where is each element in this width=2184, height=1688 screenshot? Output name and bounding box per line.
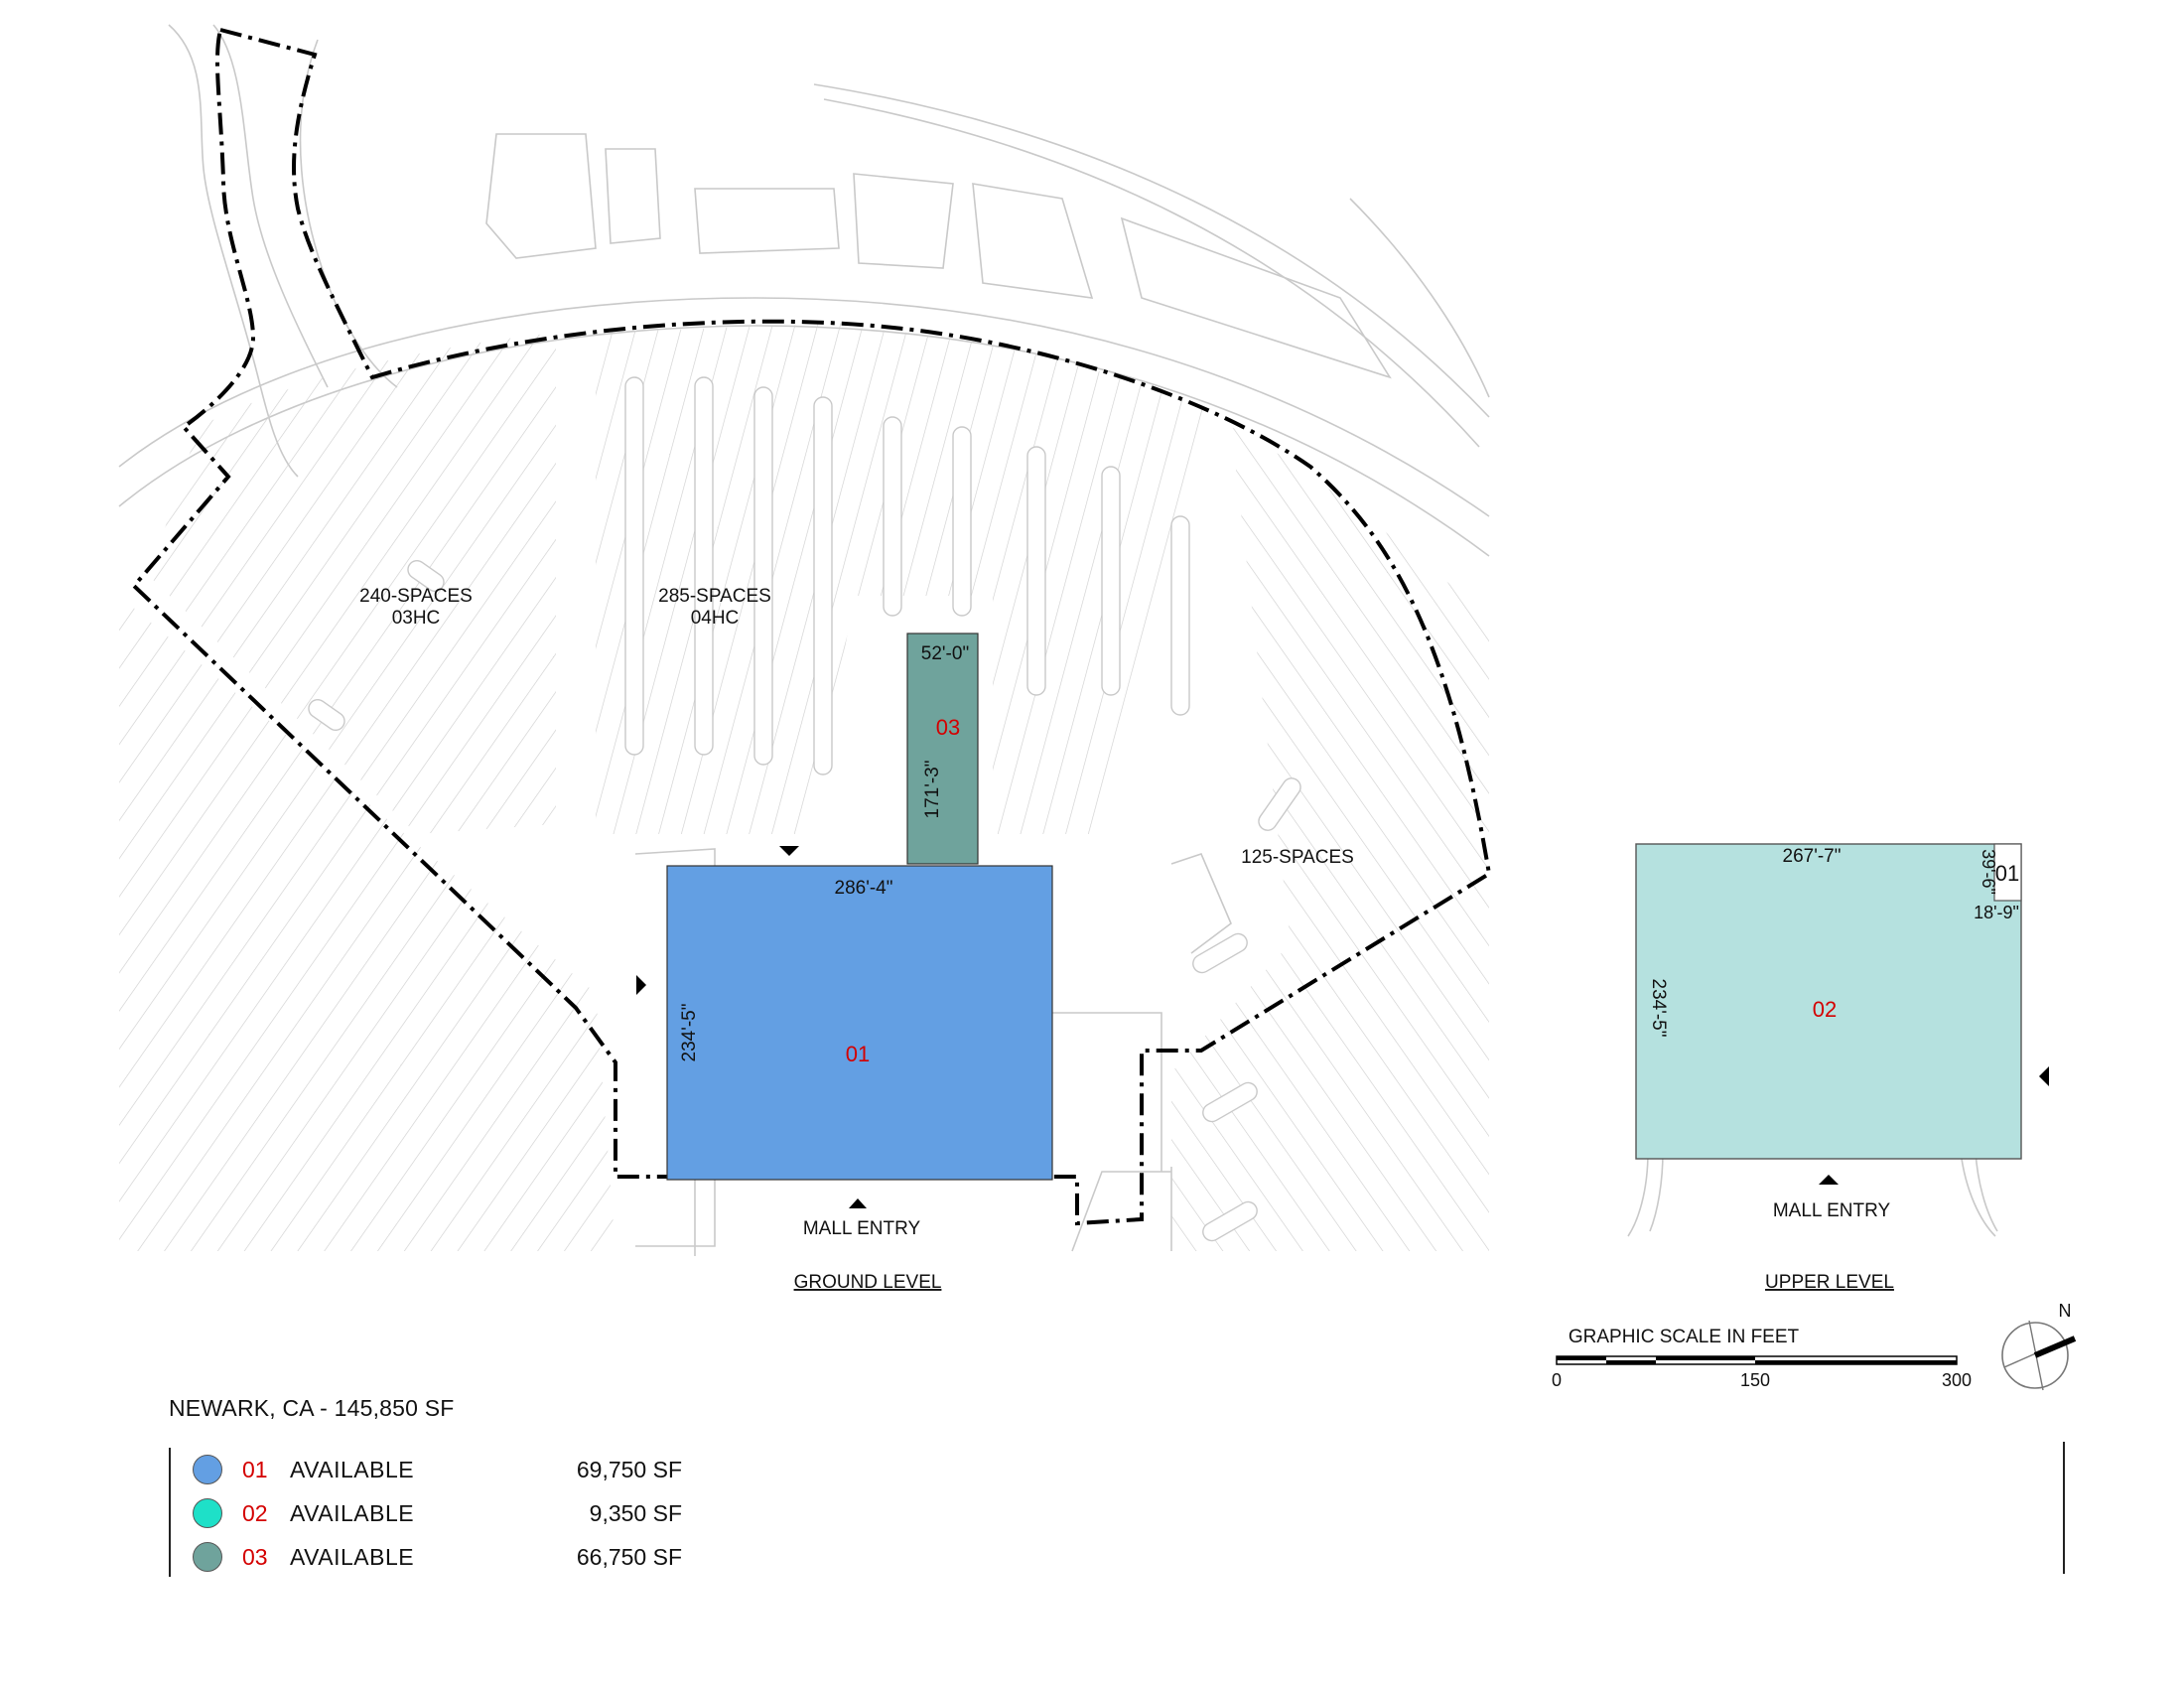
scale-tick-300: 300	[1942, 1370, 1972, 1390]
swatch-02	[193, 1498, 222, 1528]
upper-notch-height: 39'-6"	[1979, 849, 1998, 895]
unit-03-width: 52'-0"	[921, 643, 969, 664]
legend-status: AVAILABLE	[290, 1543, 415, 1570]
swatch-03	[193, 1542, 222, 1572]
lot-center-hc: 04HC	[691, 608, 740, 629]
legend-status: AVAILABLE	[290, 1456, 415, 1482]
scale-tick-0: 0	[1552, 1370, 1562, 1390]
unit-01-space[interactable]	[666, 865, 1053, 1181]
legend-row-02[interactable]: 02 AVAILABLE 9,350 SF	[171, 1491, 2075, 1535]
site-context	[118, 24, 1998, 1256]
north-label: N	[2059, 1301, 2072, 1321]
legend: NEWARK, CA - 145,850 SF 01 AVAILABLE 69,…	[169, 1395, 2075, 1577]
legend-right-rule	[2063, 1442, 2065, 1574]
unit-03-id: 03	[936, 715, 960, 740]
legend-sf: 66,750 SF	[576, 1543, 682, 1570]
parking-labels: 240-SPACES 03HC 285-SPACES 04HC 125-SPAC…	[359, 586, 1354, 868]
north-entry-arrow	[779, 846, 799, 856]
legend-sf: 9,350 SF	[589, 1499, 682, 1526]
upper-level-label: UPPER LEVEL	[1765, 1272, 1894, 1293]
property-boundary	[131, 27, 1492, 1226]
upper-unit-01-notch[interactable]	[1993, 843, 2022, 902]
scale-title: GRAPHIC SCALE IN FEET	[1569, 1327, 1800, 1347]
north-arrow-icon: N	[2001, 1301, 2077, 1391]
upper-level-plan: 01 39'-6" 18'-9" 267'-7" 02 234'-5" MALL…	[1635, 843, 2049, 1293]
unit-01[interactable]: 286'-4" 01 234'-5"	[666, 865, 1053, 1181]
parking-fields	[119, 323, 1489, 1251]
lot-west-hc: 03HC	[392, 608, 441, 629]
upper-notch-width: 18'-9"	[1974, 903, 2019, 922]
unit-02-space[interactable]	[1635, 843, 2022, 1160]
legend-row-03[interactable]: 03 AVAILABLE 66,750 SF	[171, 1535, 2075, 1579]
property-title: NEWARK, CA - 145,850 SF	[169, 1395, 455, 1421]
unit-02-width: 267'-7"	[1783, 846, 1842, 867]
entry-arrows	[636, 846, 867, 1208]
unit-03-depth: 171'-3"	[922, 761, 943, 819]
legend-id: 03	[242, 1543, 268, 1570]
legend-id: 02	[242, 1499, 268, 1526]
graphic-scale: GRAPHIC SCALE IN FEET 0 150 300	[1552, 1327, 1972, 1390]
scale-tick-150: 150	[1740, 1370, 1770, 1390]
unit-01-id: 01	[846, 1042, 870, 1066]
unit-03-space[interactable]	[906, 633, 979, 865]
legend-sf: 69,750 SF	[576, 1456, 682, 1482]
upper-east-entry-arrow	[2039, 1066, 2049, 1086]
unit-02-depth: 234'-5"	[1648, 979, 1669, 1038]
south-entry-arrow	[849, 1198, 867, 1208]
unit-02-id: 02	[1813, 997, 1837, 1022]
unit-03[interactable]: 52'-0" 03 171'-3"	[906, 633, 979, 865]
lot-west-spaces: 240-SPACES	[359, 586, 473, 607]
ground-mall-entry: MALL ENTRY	[803, 1218, 921, 1239]
unit-01-depth: 234'-5"	[679, 1004, 700, 1062]
legend-row-01[interactable]: 01 AVAILABLE 69,750 SF	[171, 1448, 2075, 1491]
legend-list: 01 AVAILABLE 69,750 SF 02 AVAILABLE 9,35…	[169, 1448, 2075, 1577]
upper-mall-entry: MALL ENTRY	[1773, 1200, 1891, 1221]
upper-unit-01-id: 01	[1995, 861, 2019, 886]
legend-id: 01	[242, 1456, 268, 1482]
upper-south-entry-arrow	[1819, 1175, 1839, 1185]
unit-01-width: 286'-4"	[835, 878, 893, 899]
lot-east-spaces: 125-SPACES	[1241, 847, 1354, 868]
legend-status: AVAILABLE	[290, 1499, 415, 1526]
west-entry-arrow	[636, 975, 646, 995]
swatch-01	[193, 1455, 222, 1484]
ground-level-label: GROUND LEVEL	[794, 1272, 942, 1293]
lot-center-spaces: 285-SPACES	[658, 586, 771, 607]
